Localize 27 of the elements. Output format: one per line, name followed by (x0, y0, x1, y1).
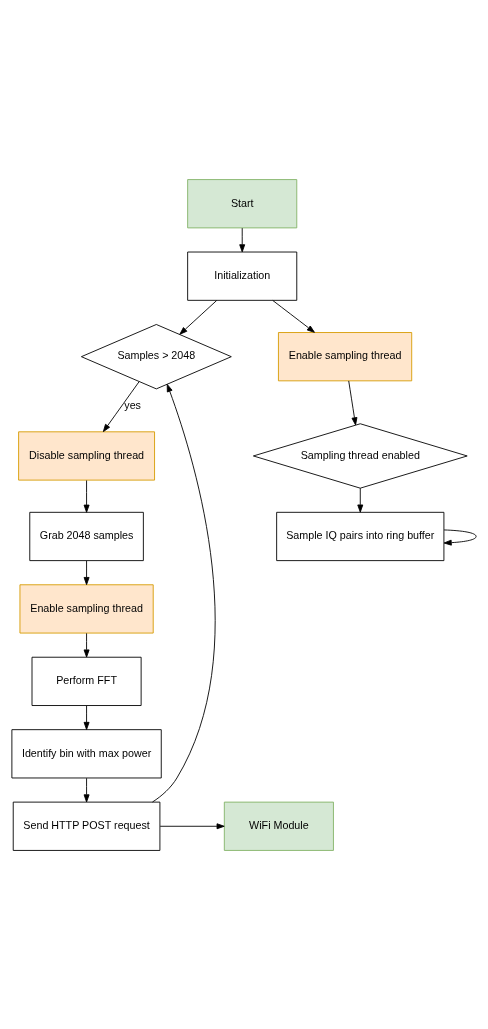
arrow (272, 299, 315, 333)
edge-label: yes (124, 398, 141, 411)
node-box: Identify bin with max power (11, 728, 162, 778)
arrow (83, 777, 90, 802)
node-box: Initialization (187, 251, 298, 301)
node-box: Send HTTP POST request (12, 801, 161, 851)
node-box: Disable sampling thread (18, 430, 155, 481)
node-box: Enable sampling thread (19, 583, 154, 633)
arrow (348, 380, 358, 425)
arrow (152, 383, 216, 802)
node-box: Perform FFT (31, 656, 142, 706)
node-box: Start (187, 178, 298, 228)
arrow (179, 299, 218, 335)
node-diamond: Sampling thread enabled (252, 422, 468, 489)
arrow (83, 704, 90, 730)
node-box: Grab 2048 samples (29, 511, 144, 561)
arrow (239, 227, 246, 252)
arrow (443, 529, 477, 546)
node-box: Enable sampling thread (278, 331, 413, 381)
arrow (83, 632, 90, 657)
arrow (159, 822, 225, 829)
arrow (83, 559, 90, 585)
node-box: Sample IQ pairs into ring buffer (276, 511, 445, 561)
arrow (357, 487, 364, 513)
node-box: WiFi Module (223, 801, 334, 851)
arrow (83, 479, 90, 513)
arrow (102, 380, 140, 432)
